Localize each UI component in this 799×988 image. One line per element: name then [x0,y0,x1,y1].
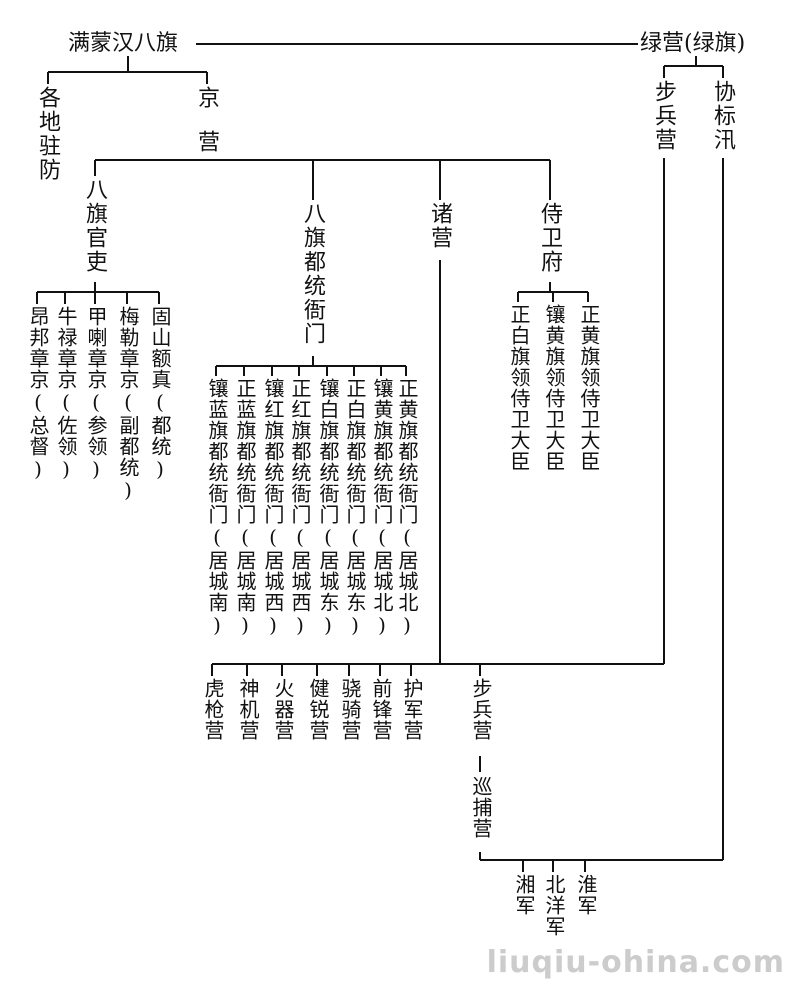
commander-item: 正白旗都统衙门(居城东) [343,378,367,638]
commander-item: 镶黄旗都统衙门(居城北) [370,378,394,638]
commander-item: 正红旗都统衙门(居城西) [288,378,312,638]
camps-label: 诸营 [427,202,452,250]
camp-item: 骁骑营 [338,678,362,741]
camp-item: 护军营 [400,678,424,741]
camp-item: 火器营 [271,678,295,741]
commanders-label: 八旗都统衙门 [300,202,325,346]
official-item: 甲喇章京(参领) [84,306,108,482]
camp-item: 健锐营 [306,678,330,741]
officials-label: 八旗官吏 [82,178,107,274]
camp-item: 前锋营 [369,678,393,741]
guard-item: 正白旗领侍卫大臣 [507,304,531,472]
garrison-label: 各地驻防 [35,86,60,182]
official-item: 梅勒章京(副都统) [116,306,140,503]
commander-item: 镶红旗都统衙门(居城西) [261,378,285,638]
later-army-item: 淮军 [574,874,598,916]
guard-item: 正黄旗领侍卫大臣 [577,304,601,472]
official-item: 昂邦章京(总督) [26,306,50,482]
official-item: 牛禄章京(佐领) [54,306,78,482]
patrol-label: 巡捕营 [469,776,493,839]
patrol-infantry-label: 步兵营 [469,678,493,741]
eight-banners-title: 满蒙汉八旗 [68,31,179,56]
capital-label: 京营 [194,86,219,174]
guards-label: 侍卫府 [537,202,562,274]
commander-item: 镶蓝旗都统衙门(居城南) [205,378,229,638]
commander-item: 正黄旗都统衙门(居城北) [395,378,419,638]
official-item: 固山额真(都统) [148,306,172,482]
watermark: liuqiu-ohina.com [486,945,785,980]
green-infantry-label: 步兵营 [651,80,676,152]
camp-item: 神机营 [236,678,260,741]
later-army-item: 湘军 [512,874,536,916]
guard-item: 镶黄旗领侍卫大臣 [542,304,566,472]
commander-item: 镶白旗都统衙门(居城东) [316,378,340,638]
camp-item: 虎枪营 [201,678,225,741]
green-standard-title: 绿营(绿旗) [640,31,746,56]
xiebiao-label: 协标汛 [710,80,735,152]
later-army-item: 北洋军 [542,874,566,937]
commander-item: 正蓝旗都统衙门(居城南) [233,378,257,638]
